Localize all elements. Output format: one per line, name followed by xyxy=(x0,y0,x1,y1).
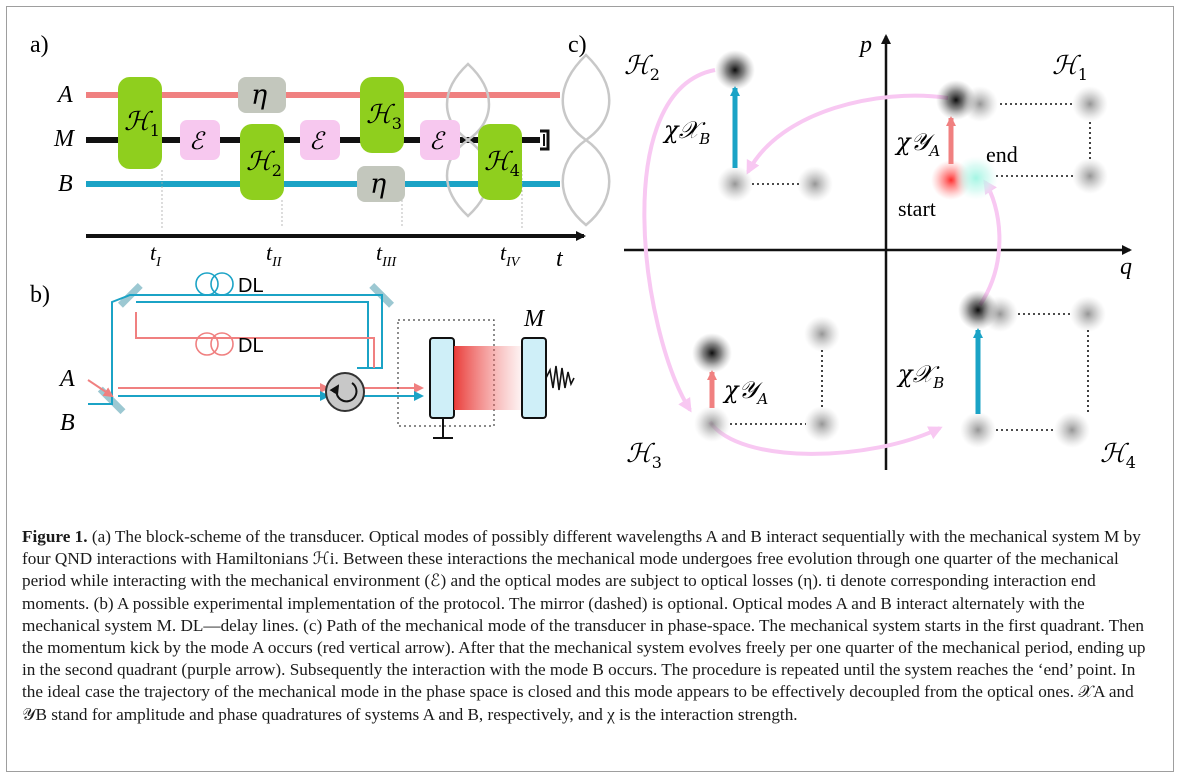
delay-loop-icon-2 xyxy=(561,53,611,227)
time-t3: tIII xyxy=(376,240,397,270)
caption-text: (a) The block-scheme of the transducer. … xyxy=(22,527,1146,724)
trajectory-q1-q2 xyxy=(746,93,949,175)
mode-m-label: M xyxy=(53,126,76,152)
quadrant-h4-label: ℋ4 xyxy=(1100,439,1136,472)
input-b-label: B xyxy=(60,410,75,436)
time-t4: tIV xyxy=(500,240,521,270)
axis-q-label: q xyxy=(1120,254,1132,280)
kick-label-3: χ𝒴A xyxy=(722,376,768,408)
time-axis-label: t xyxy=(556,246,564,272)
mode-a-label: A xyxy=(56,82,73,108)
quadrant-h1-label: ℋ1 xyxy=(1052,51,1088,84)
environment-box-3 xyxy=(420,120,460,160)
delay-loop-icon xyxy=(445,62,491,218)
hamiltonian-1-box xyxy=(118,77,162,169)
end-label: end xyxy=(986,142,1018,167)
circulator-icon xyxy=(325,372,365,412)
delay-line-blue-icon xyxy=(195,272,234,296)
environment-label-1: ℰ xyxy=(189,127,206,155)
figure-graphic: a) A M B ℋ1 ℋ2 ℋ3 ℋ4 ℰ ℰ ℰ η η t xyxy=(30,32,1136,472)
input-a-label: A xyxy=(58,366,75,392)
red-path xyxy=(135,312,375,368)
environment-label-3: ℰ xyxy=(429,127,446,155)
quadrant-h2-label: ℋ2 xyxy=(624,51,660,84)
end-state xyxy=(954,156,998,200)
panel-b-label: b) xyxy=(30,282,50,308)
environment-box-2 xyxy=(300,120,340,160)
loss-box-b xyxy=(357,166,405,202)
delay-line-red-label: DL xyxy=(238,335,264,357)
mirror-end-icon xyxy=(540,129,550,151)
start-label: start xyxy=(898,196,936,221)
kick-label-1: χ𝒴A xyxy=(894,128,940,160)
optional-mirror-dashed xyxy=(397,319,495,427)
hamiltonian-1-label: ℋ1 xyxy=(124,107,160,140)
axis-p-label: p xyxy=(858,32,872,58)
mechanical-oscillator xyxy=(521,337,547,419)
cavity-mirror xyxy=(429,337,455,419)
trajectory-q2-q3 xyxy=(642,68,716,413)
delay-line-blue-label: DL xyxy=(238,275,264,297)
hamiltonian-4-label: ℋ4 xyxy=(484,147,520,180)
kick-label-2: χ𝒳B xyxy=(662,116,710,148)
hamiltonian-3-box xyxy=(360,77,404,153)
loss-label-b: η xyxy=(370,169,386,200)
trajectory-q4-q1 xyxy=(978,179,1002,307)
figure-caption: Figure 1. (a) The block-scheme of the tr… xyxy=(22,526,1152,726)
figure-label: Figure 1. xyxy=(22,527,88,546)
hamiltonian-4-box xyxy=(478,124,522,200)
panel-c-label: c) xyxy=(568,32,587,58)
hamiltonian-2-box xyxy=(240,124,284,200)
mechanical-label: M xyxy=(523,306,546,332)
laser-beam xyxy=(454,346,522,410)
panel-c: c) p q xyxy=(568,32,1136,472)
panel-a-label: a) xyxy=(30,32,49,58)
hamiltonian-2-label: ℋ2 xyxy=(246,147,282,180)
delay-line-red-icon xyxy=(195,332,234,356)
time-t2: tII xyxy=(266,240,283,270)
hamiltonian-3-label: ℋ3 xyxy=(366,100,402,133)
loss-label-a: η xyxy=(251,80,267,111)
environment-label-2: ℰ xyxy=(309,127,326,155)
trajectory-q3-q4 xyxy=(708,420,943,456)
time-t1: tI xyxy=(150,240,162,270)
loss-box-a xyxy=(238,77,286,113)
quadrant-h3-label: ℋ3 xyxy=(626,439,662,472)
blue-path xyxy=(88,294,383,405)
environment-box-1 xyxy=(180,120,220,160)
panel-a: a) A M B ℋ1 ℋ2 ℋ3 ℋ4 ℰ ℰ ℰ η η t xyxy=(30,32,611,272)
kick-label-4: χ𝒳B xyxy=(896,360,944,392)
mode-b-label: B xyxy=(58,171,73,197)
spring-icon xyxy=(545,365,575,391)
panel-b: b) DL DL M A B xyxy=(30,272,575,439)
